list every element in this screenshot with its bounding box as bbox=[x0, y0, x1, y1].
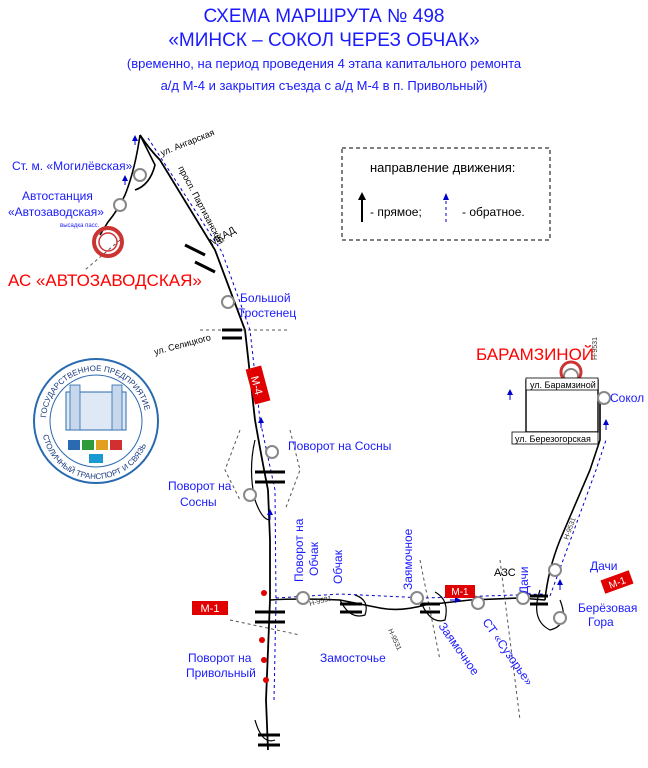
stop-label-avtostantsiya-note: высадка пасс. bbox=[60, 223, 100, 229]
stop-sosny-right bbox=[265, 445, 279, 459]
stop-label-privolny-2: Привольный bbox=[186, 666, 256, 680]
m4-sign: М-4 bbox=[245, 365, 271, 405]
street-angarskaya: ул. Ангарская bbox=[159, 127, 216, 158]
stop-label-berezovaya-1: Берёзовая bbox=[578, 601, 637, 615]
stop-dachi-2 bbox=[548, 563, 562, 577]
title-line-3: (временно, на период проведения 4 этапа … bbox=[126, 56, 522, 71]
stop-label-avtostantsiya-1: Автостанция bbox=[22, 189, 93, 203]
stop-suzorye bbox=[471, 596, 485, 610]
stop-label-sosny-right: Поворот на Сосны bbox=[288, 439, 391, 453]
legend-heading: направление движения: bbox=[370, 160, 515, 175]
stop-label-bolshoy-1: Большой bbox=[240, 291, 291, 305]
svg-text:М-4: М-4 bbox=[248, 375, 264, 396]
title-line-1: СХЕМА МАРШРУТА № 498 bbox=[203, 6, 445, 27]
terminal-avtozavodskaya-marker bbox=[92, 226, 124, 258]
street-plaque-berezogorskaya: ул. Березогорская bbox=[511, 431, 599, 445]
legend-reverse: - обратное. bbox=[462, 205, 525, 219]
street-selitskogo: ул. Селицкого bbox=[153, 332, 212, 357]
stop-label-avtostantsiya-2: «Автозаводская» bbox=[8, 205, 104, 219]
stop-obchak bbox=[296, 591, 310, 605]
title-line-4: а/д М-4 и закрытия съезда с а/д М-4 в п.… bbox=[160, 78, 488, 93]
terminal-label-start: АС «АВТОЗАВОДСКАЯ» bbox=[8, 271, 202, 290]
interchanges bbox=[184, 243, 548, 747]
legend: направление движения: - прямое; - обратн… bbox=[341, 147, 551, 241]
stop-zayamochnoe bbox=[410, 591, 424, 605]
stop-label-obchak-turn-1: Поворот на bbox=[292, 518, 306, 582]
m1-sign-left: М-1 bbox=[192, 601, 228, 615]
h9531-label-d: Н-9531 bbox=[592, 337, 599, 360]
m1-sign-mid: М-1 bbox=[445, 585, 475, 598]
terminal-label-end: БАРАМЗИНОЙ bbox=[476, 345, 594, 364]
stop-label-obchak-turn-2: Обчак bbox=[307, 541, 321, 576]
stop-avtostantsiya bbox=[113, 198, 127, 212]
h9531-label-b: Н-9531 bbox=[386, 628, 402, 652]
svg-text:М-1: М-1 bbox=[201, 603, 220, 615]
stop-label-dachi-2: Дачи bbox=[590, 559, 618, 573]
title-line-2: «МИНСК – СОКОЛ ЧЕРЕЗ ОБЧАК» bbox=[168, 30, 480, 51]
stop-label-zamostochye: Замосточье bbox=[320, 651, 386, 665]
stop-label-obchak: Обчак bbox=[331, 549, 345, 584]
stop-dachi-1 bbox=[516, 591, 530, 605]
stop-label-berezovaya-2: Гора bbox=[588, 615, 614, 629]
stop-label-sosny-left-1: Поворот на bbox=[168, 479, 232, 493]
red-dots bbox=[259, 590, 269, 683]
stop-label-privolny-1: Поворот на bbox=[188, 651, 252, 665]
stop-label-mogilevskaya: Ст. м. «Могилёвская» bbox=[12, 159, 133, 173]
stop-sokol bbox=[597, 391, 611, 405]
stop-sosny-left bbox=[243, 488, 257, 502]
stop-label-dachi-1: Дачи bbox=[517, 567, 531, 595]
svg-text:ул. Березогорская: ул. Березогорская bbox=[515, 434, 591, 444]
stop-label-bolshoy-2: Тростенец bbox=[238, 306, 296, 320]
street-plaque-baramzinoy: ул. Барамзиной bbox=[525, 377, 599, 391]
stop-mogilevskaya bbox=[133, 168, 147, 182]
stop-label-sokol: Сокол bbox=[610, 391, 644, 405]
company-logo: ГОСУДАРСТВЕННОЕ ПРЕДПРИЯТИЕ СТОЛИЧНЫЙ ТР… bbox=[33, 358, 159, 484]
m1-sign-right: М-1 bbox=[600, 570, 634, 594]
h9531-label-a: Н-9531 bbox=[309, 595, 333, 608]
stop-label-sosny-left-2: Сосны bbox=[180, 495, 217, 509]
stop-label-zayamochnoe-down: Заямочное bbox=[436, 620, 483, 679]
legend-forward: - прямое; bbox=[370, 205, 422, 219]
stop-label-zayamochnoe-up: Заямочное bbox=[401, 528, 415, 590]
stop-bolshoy-trostenets bbox=[221, 295, 235, 309]
street-azs: АЗС bbox=[494, 567, 516, 579]
stops bbox=[113, 168, 611, 625]
stop-berezovaya bbox=[553, 611, 567, 625]
svg-text:ул. Барамзиной: ул. Барамзиной bbox=[530, 380, 596, 390]
svg-text:М-1: М-1 bbox=[451, 587, 469, 598]
